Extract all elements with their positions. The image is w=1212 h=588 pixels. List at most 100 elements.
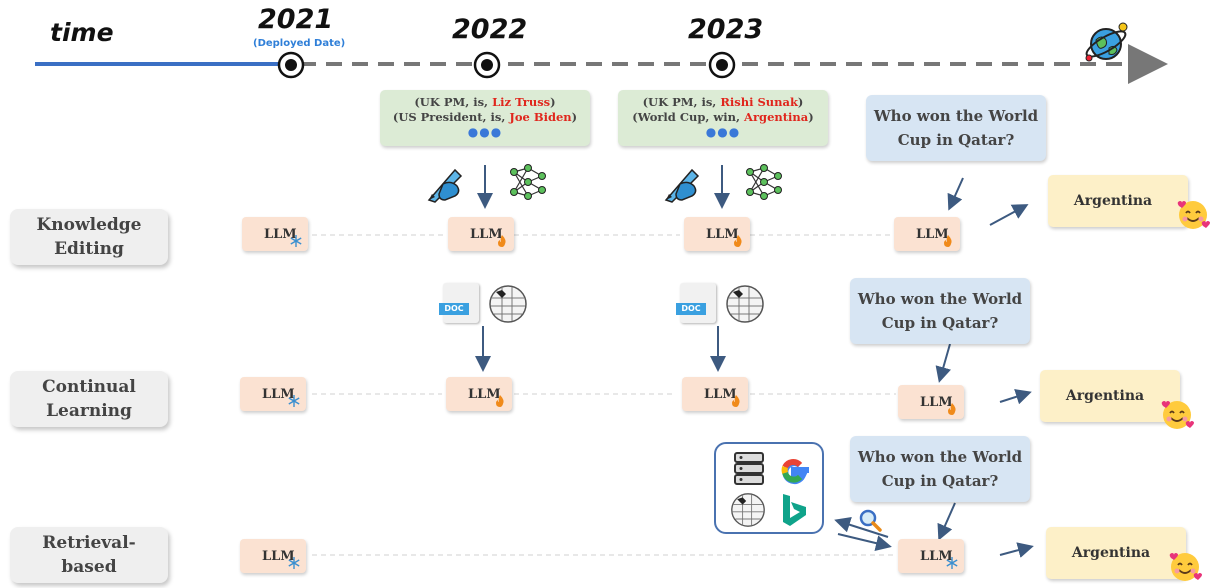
flame-icon <box>496 395 504 407</box>
snowflake-icon <box>946 557 958 569</box>
query-line: Who won the World <box>873 107 1039 125</box>
arrow-search-to-llm <box>837 533 892 551</box>
query-line: Who won the World <box>857 290 1023 308</box>
row-label-line: Learning <box>46 401 132 421</box>
fact-line: (UK PM, is, Liz Truss) <box>414 95 556 109</box>
llm-label: LLM <box>262 548 295 564</box>
llm-label: LLM <box>706 226 739 242</box>
answer-box-learning: Argentina <box>1040 370 1180 422</box>
ellipsis-dots: ●●● <box>467 125 503 139</box>
answer-text: Argentina <box>1071 545 1151 561</box>
row-label-knowledge-editing: Knowledge Editing <box>10 209 168 265</box>
arrow-llm-to-answer-1 <box>989 204 1029 226</box>
llm-box-learning-query: LLM <box>898 385 964 419</box>
row-label-line: Continual <box>42 377 136 397</box>
fact-line: (UK PM, is, Rishi Sunak) <box>642 95 804 109</box>
llm-box-learning-2022: LLM <box>446 377 512 411</box>
pen-hand-icon <box>664 168 700 203</box>
database-icon <box>734 452 764 485</box>
wikipedia-icon <box>489 285 527 323</box>
fact-line: (US President, is, Joe Biden) <box>392 110 578 124</box>
neural-network-icon <box>510 164 546 200</box>
llm-label: LLM <box>916 226 949 242</box>
doc-tag: DOC <box>676 303 706 315</box>
flame-icon <box>734 235 742 247</box>
llm-box-learning-2021: LLM <box>240 377 306 411</box>
query-line: Cup in Qatar? <box>897 131 1015 149</box>
arrow-llm-to-answer-2 <box>999 389 1032 405</box>
llm-box-retrieval-2021: LLM <box>240 539 306 573</box>
answer-text: Argentina <box>1065 388 1145 404</box>
query-box-editing: Who won the World Cup in Qatar? <box>866 95 1046 161</box>
llm-label: LLM <box>920 548 953 564</box>
llm-label: LLM <box>920 394 953 410</box>
snowflake-icon <box>290 235 302 247</box>
query-line: Cup in Qatar? <box>881 314 999 332</box>
row-label-line: Editing <box>54 239 124 259</box>
deployed-date-note: (Deployed Date) <box>253 38 346 49</box>
flame-icon <box>498 235 506 247</box>
flame-icon <box>944 235 952 247</box>
arrow-query-to-llm-1 <box>947 177 964 211</box>
wikipedia-icon <box>726 285 764 323</box>
row-dashed-lines <box>312 234 896 556</box>
arrow-llm-to-search <box>834 517 889 538</box>
query-line: Who won the World <box>857 448 1023 466</box>
globe-icon <box>1085 22 1128 62</box>
query-box-retrieval: Who won the World Cup in Qatar? <box>850 436 1030 502</box>
llm-box-editing-2022: LLM <box>448 217 514 251</box>
arrow-llm-to-answer-3 <box>999 542 1034 558</box>
year-2022-label: 2022 <box>452 14 528 45</box>
snowflake-icon <box>288 557 300 569</box>
row-label-line: based <box>61 557 117 577</box>
answer-text: Argentina <box>1073 193 1153 209</box>
llm-label: LLM <box>470 226 503 242</box>
llm-box-retrieval-query: LLM <box>898 539 964 573</box>
doc-file-icon: DOC <box>676 283 716 323</box>
ellipsis-dots: ●●● <box>705 125 741 139</box>
row-label-line: Retrieval- <box>42 533 136 553</box>
fact-box-2023: (UK PM, is, Rishi Sunak) (World Cup, win… <box>618 90 828 146</box>
query-line: Cup in Qatar? <box>881 472 999 490</box>
timeline-marker-2023 <box>708 51 736 79</box>
google-icon <box>781 459 809 485</box>
smiling-face-icon <box>1169 553 1202 581</box>
smiling-face-icon <box>1177 201 1210 229</box>
snowflake-icon <box>288 395 300 407</box>
timeline-axis-label: time <box>50 18 114 47</box>
llm-label: LLM <box>468 386 501 402</box>
llm-label: LLM <box>262 386 295 402</box>
neural-network-icon <box>746 164 782 200</box>
row-label-line: Knowledge <box>36 215 142 235</box>
search-sources-box <box>714 442 824 534</box>
bing-icon <box>783 494 806 526</box>
doc-file-icon: DOC <box>439 283 479 323</box>
llm-box-editing-2023: LLM <box>684 217 750 251</box>
flame-icon <box>948 403 956 415</box>
fact-box-2022: (UK PM, is, Liz Truss) (US President, is… <box>380 90 590 146</box>
doc-tag: DOC <box>439 303 469 315</box>
timeline-marker-2021 <box>277 51 305 79</box>
arrow-query-to-llm-3 <box>937 502 956 541</box>
answer-box-editing: Argentina <box>1048 175 1188 227</box>
flame-icon <box>732 395 740 407</box>
smiling-face-icon <box>1161 401 1194 429</box>
query-box-learning: Who won the World Cup in Qatar? <box>850 278 1030 344</box>
llm-box-learning-2023: LLM <box>682 377 748 411</box>
llm-label: LLM <box>264 226 297 242</box>
fact-line: (World Cup, win, Argentina) <box>632 110 814 124</box>
llm-box-editing-2021: LLM <box>242 217 308 251</box>
year-2021-label: 2021 <box>258 4 334 35</box>
answer-box-retrieval: Argentina <box>1046 527 1186 579</box>
arrow-query-to-llm-2 <box>935 343 951 383</box>
magnifier-icon <box>859 509 882 532</box>
llm-label: LLM <box>704 386 737 402</box>
row-label-retrieval-based: Retrieval- based <box>10 527 168 583</box>
year-2023-label: 2023 <box>688 14 764 45</box>
timeline-marker-2022 <box>473 51 501 79</box>
row-label-continual-learning: Continual Learning <box>10 371 168 427</box>
llm-box-editing-query: LLM <box>894 217 960 251</box>
wikipedia-icon <box>731 493 765 527</box>
pen-hand-icon <box>427 168 463 203</box>
